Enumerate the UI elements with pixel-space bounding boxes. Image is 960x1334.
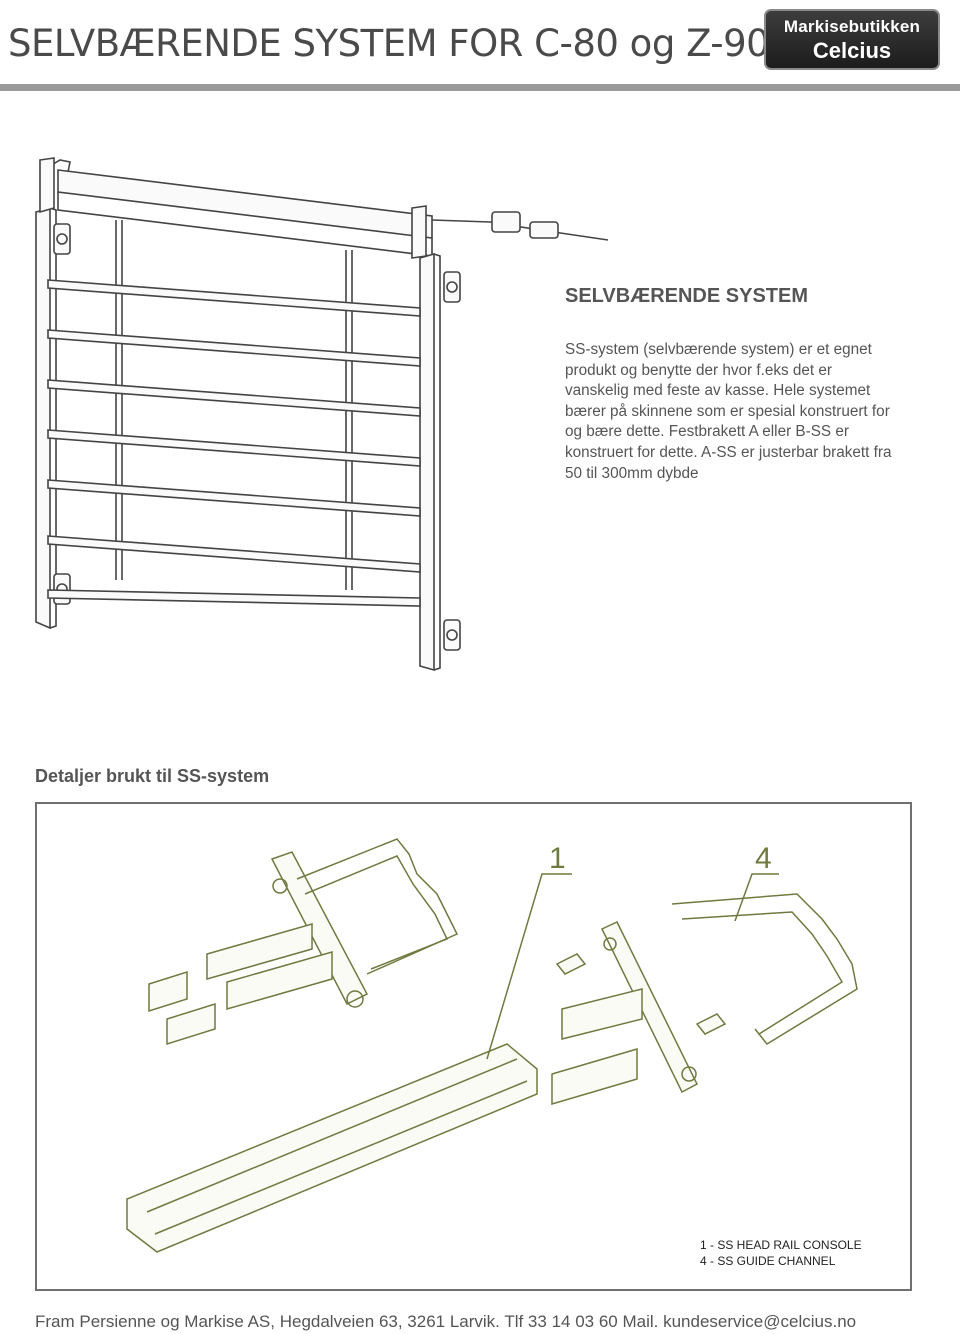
- logo-text-top: Markisebutikken: [783, 17, 921, 36]
- parts-drawing: [126, 838, 858, 1253]
- system-description: SS-system (selvbærende system) er et egn…: [565, 341, 892, 482]
- page-title: SELVBÆRENDE SYSTEM FOR C-80 og Z-90: [8, 22, 770, 65]
- legend-item: 4 - SS GUIDE CHANNEL: [700, 1254, 836, 1268]
- title-rule: [0, 84, 960, 91]
- blind-system-drawing: [35, 157, 609, 672]
- callout-4: 4: [755, 842, 772, 875]
- callout-1: 1: [549, 842, 566, 875]
- details-panel: 1 4 1 - SS HEAD RAIL CONSOLE 4 - SS GUID…: [35, 802, 912, 1291]
- system-heading: SELVBÆRENDE SYSTEM: [565, 285, 808, 307]
- brand-logo: Markisebutikken Celcius: [764, 9, 940, 70]
- legend-item: 1 - SS HEAD RAIL CONSOLE: [700, 1238, 862, 1252]
- details-heading: Detaljer brukt til SS-system: [35, 766, 270, 786]
- logo-text-bottom: Celcius: [812, 38, 892, 63]
- footer-contact: Fram Persienne og Markise AS, Hegdalveie…: [35, 1312, 857, 1331]
- parts-legend: 1 - SS HEAD RAIL CONSOLE 4 - SS GUIDE CH…: [700, 1237, 862, 1269]
